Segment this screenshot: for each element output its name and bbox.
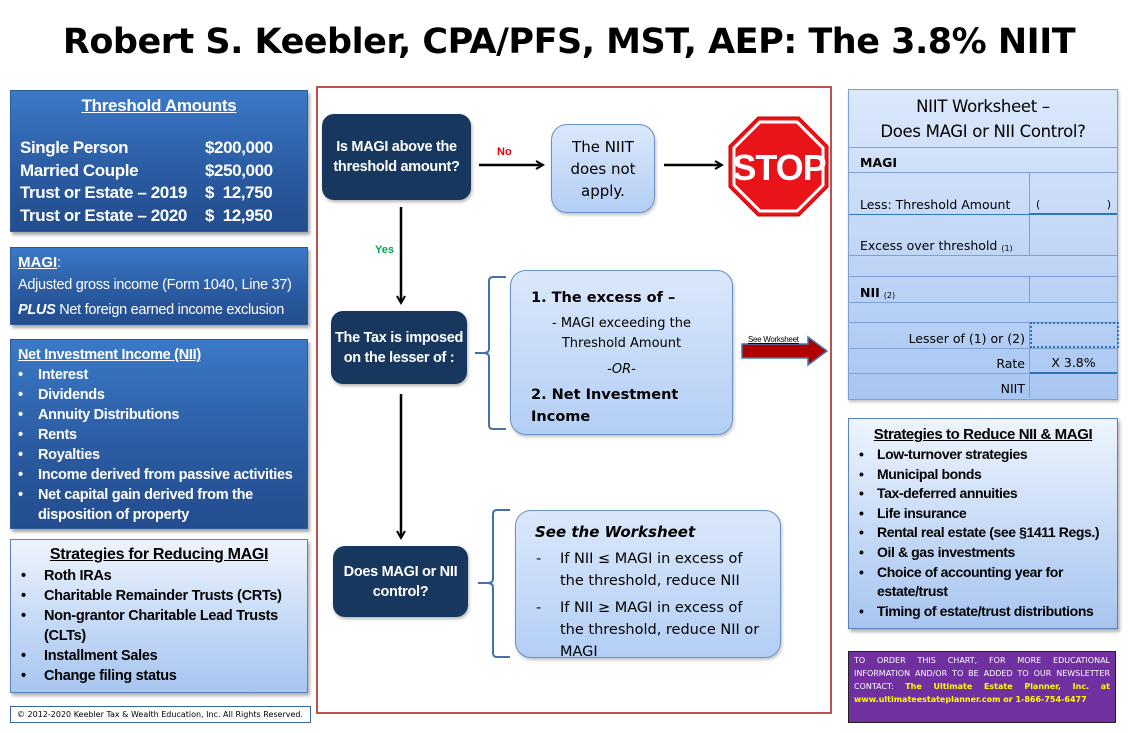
nii-strategies-panel: Strategies to Reduce NII & MAGI Low-turn… [848,418,1118,629]
list-item: Low-turnover strategies [855,445,1111,465]
list-item: Non-grantor Charitable Lead Trusts (CLTs… [17,606,301,646]
niit-worksheet: NIIT Worksheet – Does MAGI or NII Contro… [848,89,1119,400]
threshold-amounts-panel: Threshold Amounts Single Person$200,000 … [10,90,308,232]
magi-strategies-heading: Strategies for Reducing MAGI [49,546,269,563]
magi-strategies-panel: Strategies for Reducing MAGI Roth IRAs C… [10,539,308,693]
order-contact-box: TO ORDER THIS CHART, FOR MORE EDUCATIONA… [848,651,1116,723]
bracket-lesser [475,276,506,430]
list-item: Net capital gain derived from the dispos… [18,485,300,525]
list-item: Oil & gas investments [855,543,1111,563]
list-item: Tax-deferred annuities [855,484,1111,504]
order-contact-link[interactable]: The Ultimate Estate Planner, Inc. at www… [854,682,1111,704]
threshold-heading: Threshold Amounts [81,96,237,115]
worksheet-row-blank [849,256,1117,277]
niit-not-apply-box: The NIIT does not apply. [551,124,655,213]
list-item: Choice of accounting year for estate/tru… [855,563,1111,602]
bracket-worksheet [478,509,510,658]
threshold-row: Trust or Estate – 2019$ 12,750 [20,183,273,202]
list-item: Change filing status [17,666,301,686]
list-item: Timing of estate/trust distributions [855,602,1111,622]
page-title: Robert S. Keebler, CPA/PFS, MST, AEP: Th… [62,22,1076,62]
threshold-row: Married Couple$250,000 [20,160,273,180]
nii-value-cell [1030,277,1117,302]
see-worksheet-label: See Worksheet [748,335,799,344]
tax-imposed-lesser-box: The Tax is imposed on the lesser of : [331,311,467,384]
list-item: -If NII ≤ MAGI in excess of the threshol… [536,551,743,589]
stop-sign-icon: STOP [728,116,829,217]
magi-line: Adjusted gross income (Form 1040, Line 3… [18,277,292,293]
list-item: Municipal bonds [855,465,1111,485]
flowchart-frame [316,86,832,714]
see-worksheet-arrow-icon [741,335,829,367]
niit-value-cell [1030,374,1117,398]
order-text: TO ORDER THIS CHART, FOR MORE EDUCATIONA… [854,656,1110,691]
list-item: Dividends [18,385,300,405]
list-item: Charitable Remainder Trusts (CRTs) [17,586,301,606]
option-excess: 1. The excess of – [531,290,676,306]
worksheet-row-threshold: Less: Threshold Amount () [849,173,1117,215]
worksheet-row-excess: Excess over threshold (1) [849,215,1117,256]
list-item: Income derived from passive activities [18,465,300,485]
decision-magi-above-threshold: Is MAGI above the threshold amount? [322,114,471,200]
list-item: Roth IRAs [17,566,301,586]
worksheet-row-magi: MAGI [849,148,1117,173]
magi-definition-panel: MAGI: Adjusted gross income (Form 1040, … [10,247,308,325]
see-worksheet-box: See the Worksheet -If NII ≤ MAGI in exce… [515,510,781,660]
option-nii: 2. Net Investment Income [531,387,679,425]
worksheet-title: NIIT Worksheet – Does MAGI or NII Contro… [849,90,1117,148]
no-label: No [497,146,512,158]
threshold-row: Single Person$200,000 [20,138,273,157]
list-item: Installment Sales [17,646,301,666]
list-item: Interest [18,365,300,385]
option-excess-detail: - MAGI exceeding the Threshold Amount [552,316,691,351]
decision-magi-or-nii-control: Does MAGI or NII control? [333,546,468,617]
list-item: Life insurance [855,504,1111,524]
list-item: Royalties [18,445,300,465]
magi-line: PLUS Net foreign earned income exclusion [18,302,285,318]
excess-value-cell [1030,215,1117,255]
list-item: Annuity Distributions [18,405,300,425]
list-item: Rental real estate (see §1411 Regs.) [855,523,1111,543]
nii-definition-panel: Net Investment Income (NII) Interest Div… [10,339,308,529]
list-item: Rents [18,425,300,445]
threshold-row: Trust or Estate – 2020$ 12,950 [20,205,273,225]
copyright-notice: © 2012-2020 Keebler Tax & Wealth Educati… [10,706,311,723]
lesser-of-options-box: 1. The excess of – - MAGI exceeding the … [510,270,733,435]
worksheet-row-blank [849,303,1117,323]
stop-text: STOP [732,147,825,188]
lesser-value-cell [1030,322,1119,348]
worksheet-row-nii: NII (2) [849,277,1117,303]
magi-heading: MAGI [18,254,58,271]
worksheet-row-niit: NIIT [849,374,1117,398]
worksheet-row-lesser: Lesser of (1) or (2) [849,322,1119,349]
or-separator: -OR- [607,362,636,377]
see-worksheet-heading: See the Worksheet [535,523,696,541]
yes-label: Yes [375,244,394,256]
list-item: -If NII ≥ MAGI in excess of the threshol… [536,600,760,660]
nii-heading: Net Investment Income (NII) [18,347,201,363]
worksheet-row-rate: Rate X 3.8% [849,349,1117,374]
nii-strategies-heading: Strategies to Reduce NII & MAGI [873,426,1093,443]
